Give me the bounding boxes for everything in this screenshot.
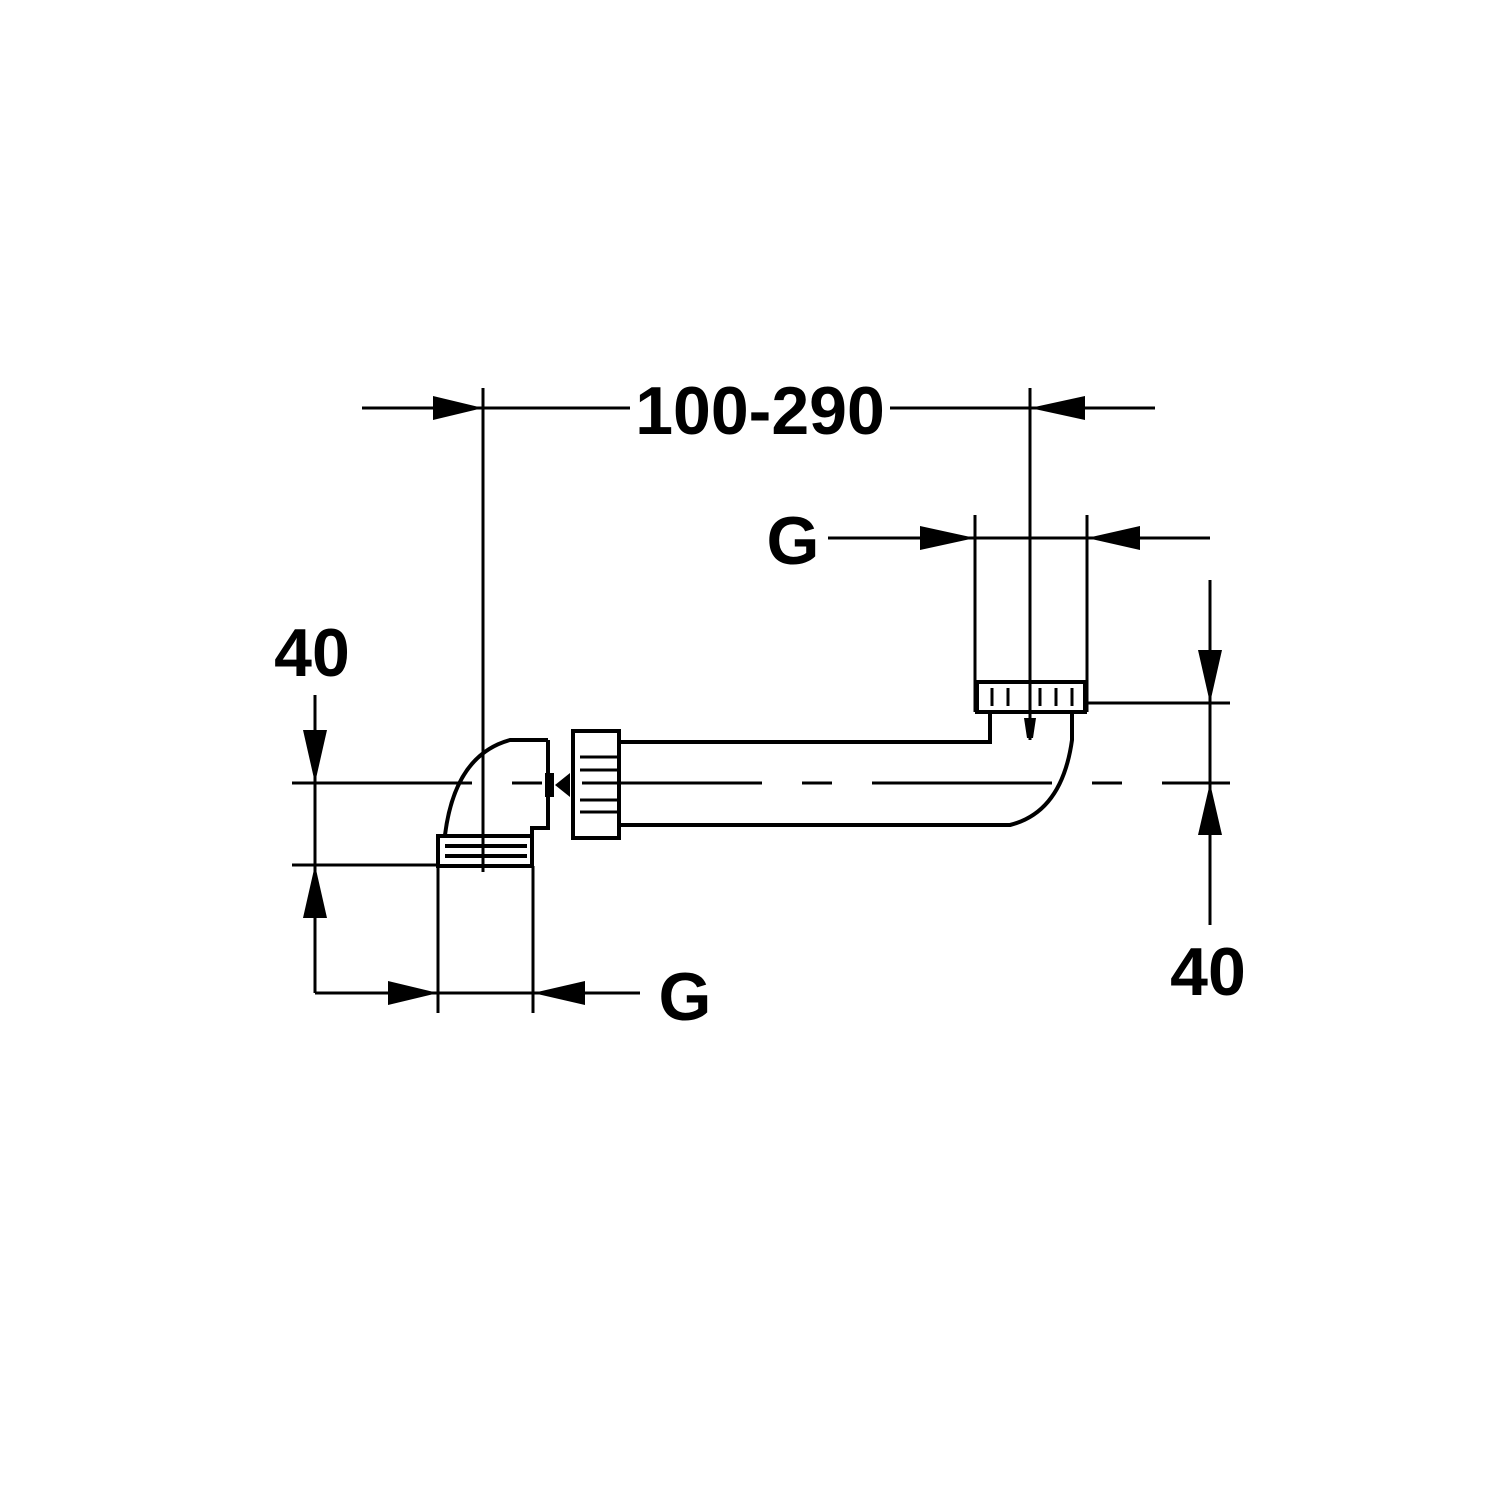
offset-dimension-left: 40 <box>274 615 438 993</box>
arrow-right-icon <box>388 981 438 1005</box>
length-dimension: 100-290 <box>362 373 1155 872</box>
thread-fitting <box>436 834 534 868</box>
offset-label-left: 40 <box>274 615 350 691</box>
right-nut <box>975 680 1087 714</box>
thread-label-top: G <box>767 503 820 579</box>
arrow-left-icon <box>1030 396 1085 420</box>
left-nut <box>571 729 621 840</box>
offset-label-right: 40 <box>1170 934 1246 1010</box>
arrow-up-icon <box>1198 783 1222 835</box>
length-label: 100-290 <box>635 373 885 449</box>
arrow-down-icon <box>303 730 327 783</box>
arrow-left-icon <box>1087 526 1140 550</box>
pipe <box>436 680 1087 868</box>
arrow-right-icon <box>920 526 975 550</box>
offset-dimension-right: 40 <box>1087 580 1246 1010</box>
arrow-left-icon <box>533 981 585 1005</box>
arrow-down-icon <box>1198 650 1222 703</box>
arrow-up-icon <box>303 865 327 918</box>
arrow-right-icon <box>433 396 483 420</box>
thread-dimension-top: G <box>767 503 1210 712</box>
thread-dimension-bottom: G <box>315 866 711 1035</box>
thread-label-bottom: G <box>659 959 712 1035</box>
